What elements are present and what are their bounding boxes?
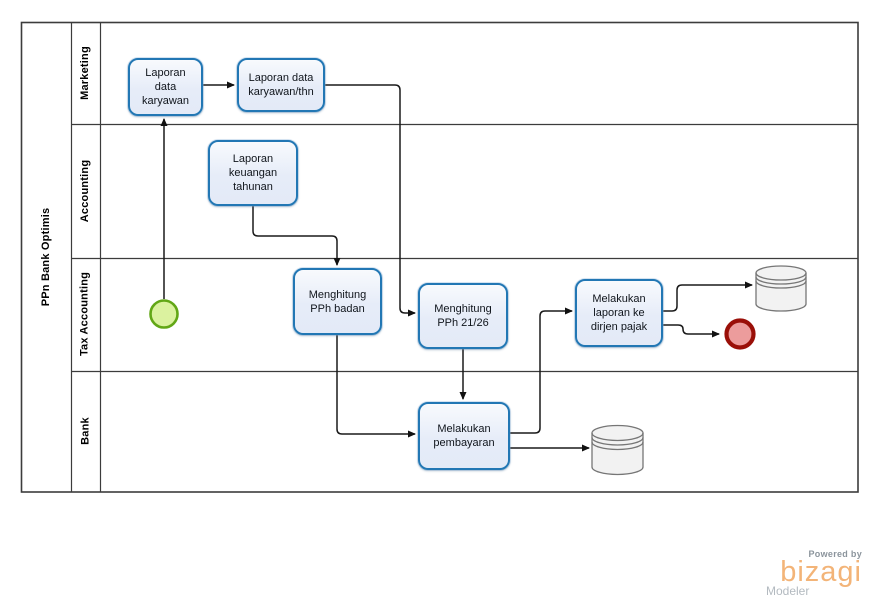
task-laporan-keuangan-tahunan[interactable]: Laporan keuangan tahunan xyxy=(208,140,298,206)
pool-title: PPn Bank Optimis xyxy=(40,207,52,307)
lane-label-marketing: Marketing xyxy=(79,46,91,100)
task-laporan-data-karyawan[interactable]: Laporan data karyawan xyxy=(128,58,203,116)
powered-by-label: Powered by xyxy=(808,549,862,559)
bizagi-branding: Powered by bizagi Modeler xyxy=(766,549,862,598)
flow-laporan-thn-to-pph-21-26 xyxy=(325,84,416,317)
task-menghitung-pph-21-26[interactable]: Menghitung PPh 21/26 xyxy=(418,283,508,349)
task-melakukan-pembayaran[interactable]: Melakukan pembayaran xyxy=(418,402,510,470)
flow-laporan-dirjen-to-data-store xyxy=(663,281,753,312)
pool-border[interactable] xyxy=(20,21,859,493)
flow-pph-badan-to-pembayaran xyxy=(336,335,416,438)
task-laporan-data-karyawan-thn[interactable]: Laporan data karyawan/thn xyxy=(237,58,325,112)
flow-pembayaran-to-laporan-dirjen xyxy=(510,307,573,434)
data-store-tax[interactable] xyxy=(755,265,807,312)
lane-label-tax-accounting: Tax Accounting xyxy=(78,271,91,357)
task-melakukan-laporan-ke-dirjen-pajak[interactable]: Melakukan laporan ke dirjen pajak xyxy=(575,279,663,347)
modeler-label: Modeler xyxy=(766,584,810,598)
flow-keuangan-to-pph-badan xyxy=(252,206,341,266)
start-event[interactable] xyxy=(149,299,179,329)
flow-laporan-dirjen-to-end xyxy=(663,324,720,338)
task-menghitung-pph-badan[interactable]: Menghitung PPh badan xyxy=(293,268,382,335)
bizagi-logo: bizagi xyxy=(780,556,862,588)
lane-label-bank: Bank xyxy=(79,417,92,445)
end-event[interactable] xyxy=(724,318,756,350)
data-store-bank[interactable] xyxy=(591,424,644,476)
lane-label-accounting: Accounting xyxy=(79,159,91,223)
